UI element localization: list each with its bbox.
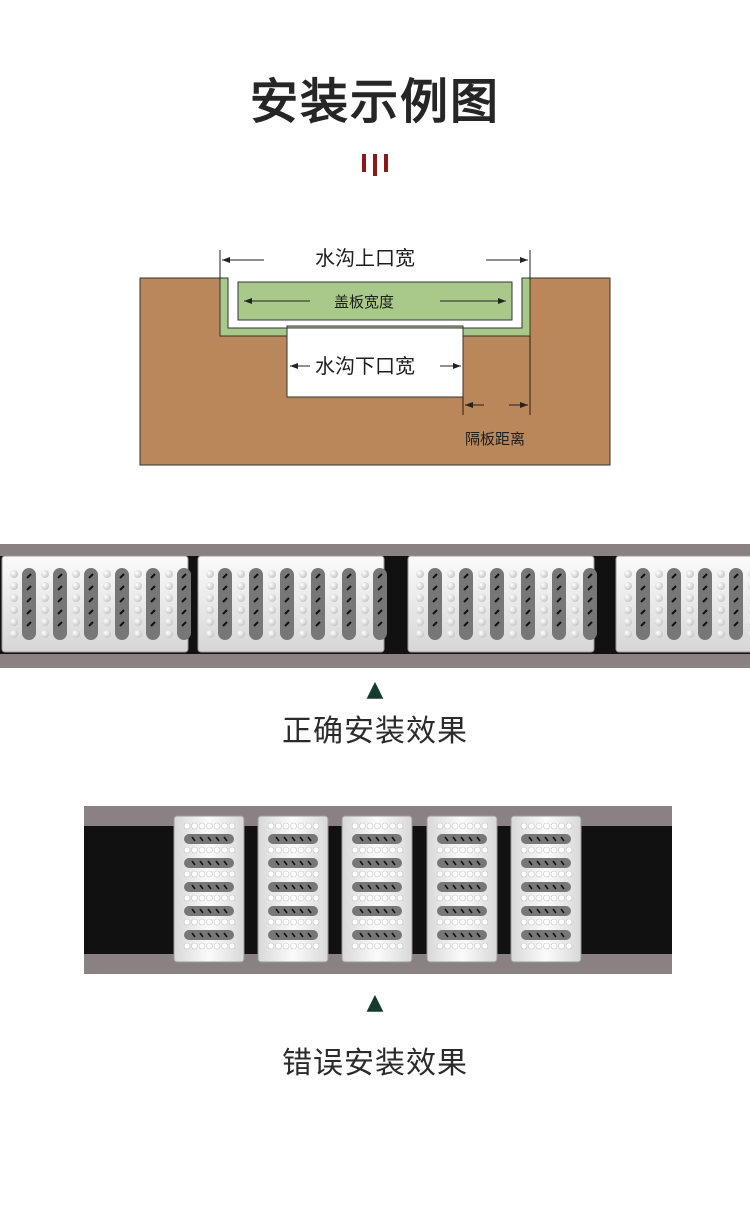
grate-cover [407, 555, 597, 653]
top-width-label: 水沟上口宽 [311, 246, 419, 270]
grate-cover [341, 815, 413, 963]
bottom-width-label: 水沟下口宽 [315, 354, 415, 378]
wrong-caption: 错误安装效果 [282, 1046, 468, 1081]
installation-diagram: 水沟上口宽 盖板宽度 水沟下口宽 隔板距离 [0, 240, 750, 480]
grate-cover [197, 555, 387, 653]
grate-cover [426, 815, 498, 963]
grate-cover [510, 815, 582, 963]
cover-width-label: 盖板宽度 [334, 293, 395, 311]
spacing-label: 隔板距离 [465, 430, 526, 448]
grate-cover [173, 815, 245, 963]
wrong-installation-image [84, 806, 672, 974]
page-title: 安装示例图 [249, 74, 500, 130]
correct-marker-icon: ▲ [366, 677, 384, 702]
grate-cover [1, 555, 191, 653]
wrong-marker-icon: ▲ [366, 990, 384, 1015]
grate-cover [615, 555, 750, 653]
correct-caption: 正确安装效果 [282, 714, 468, 749]
title-decoration-icon [362, 154, 388, 176]
correct-installation-image [0, 544, 750, 668]
grate-cover [257, 815, 329, 963]
trench-cross-section [139, 250, 611, 466]
